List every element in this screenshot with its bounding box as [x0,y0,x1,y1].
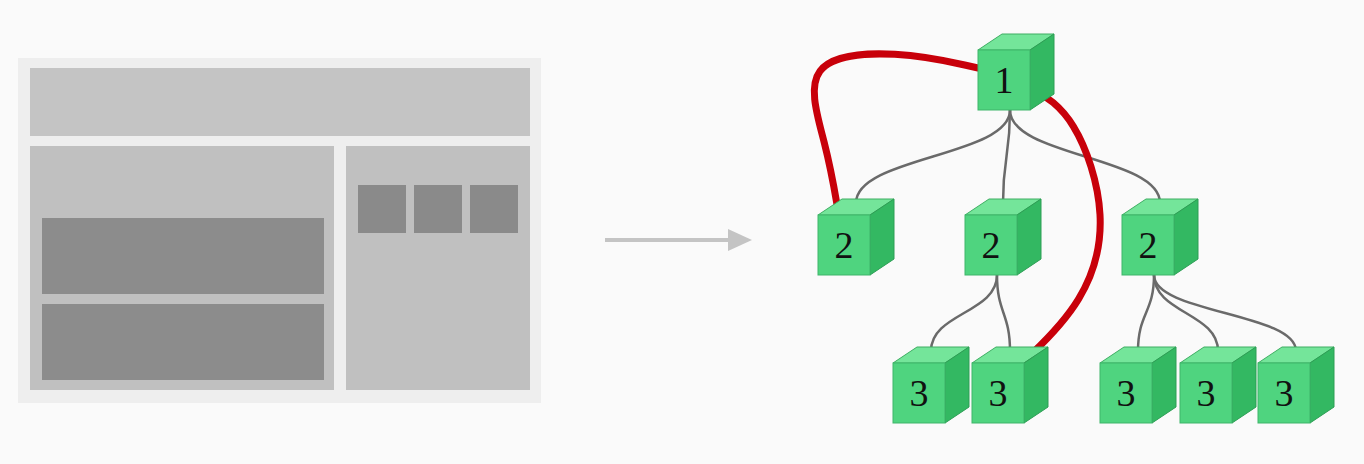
cube-node: 1 [978,34,1054,110]
cube-front: 3 [1180,363,1232,423]
cube-side [870,199,894,275]
cube-face [965,215,1017,275]
cube-node: 2 [818,199,894,275]
cube-face [1100,363,1152,423]
cube-node: 2 [965,199,1041,275]
wireframe-sidebar [346,146,530,390]
tree-link [1154,275,1296,351]
cube-face [1180,363,1232,423]
tree-link [856,110,1010,203]
cube-front: 2 [965,215,1017,275]
cube-front: 3 [893,363,945,423]
cube-shape [1122,199,1198,275]
tree-link [997,275,1010,351]
level-number: 2 [835,226,854,264]
cube-shape [978,34,1054,110]
cube-side [1152,347,1176,423]
cube-side [1017,199,1041,275]
cube-front: 2 [1122,215,1174,275]
wireframe-tile [414,185,462,233]
level-number: 2 [982,226,1001,264]
transform-arrow [605,238,735,242]
cube-shape [1258,347,1334,423]
tree-link [1154,275,1218,351]
cube-node: 2 [1122,199,1198,275]
level-number: 3 [910,374,929,412]
cube-node: 3 [1258,347,1334,423]
cube-face [1258,363,1310,423]
cube-face [1122,215,1174,275]
cube-front: 2 [818,215,870,275]
wireframe-tile [358,185,406,233]
wireframe-block [42,218,324,294]
cube-shape [965,199,1041,275]
level-number: 2 [1139,226,1158,264]
level-number: 3 [1197,374,1216,412]
level-number: 1 [995,61,1014,99]
cube-side [1174,199,1198,275]
level-number: 3 [1275,374,1294,412]
cube-shape [1100,347,1176,423]
cube-front: 1 [978,50,1030,110]
tree-link [1138,275,1154,351]
wireframe-header [30,68,530,136]
cube-shape [818,199,894,275]
cube-side [1024,347,1048,423]
highlight-path [814,54,978,215]
wireframe-frame [18,58,541,403]
cube-front: 3 [1258,363,1310,423]
transform-arrowhead [728,229,752,251]
cube-face [972,363,1024,423]
cube-shape [972,347,1048,423]
cube-node: 3 [893,347,969,423]
cube-node: 3 [1100,347,1176,423]
cube-face [893,363,945,423]
wireframe-tile [470,185,518,233]
cube-side [1030,34,1054,110]
tree-link [931,275,997,351]
cube-node: 3 [972,347,1048,423]
cube-shape [1180,347,1256,423]
cube-front: 3 [1100,363,1152,423]
level-number: 3 [989,374,1008,412]
tree-link [1003,110,1010,203]
wireframe-main [30,146,334,390]
cube-side [1310,347,1334,423]
cube-front: 3 [972,363,1024,423]
level-number: 3 [1117,374,1136,412]
cube-side [1232,347,1256,423]
cube-face [818,215,870,275]
cube-node: 3 [1180,347,1256,423]
cube-face [978,50,1030,110]
cube-side [945,347,969,423]
wireframe-block [42,304,324,380]
cube-shape [893,347,969,423]
